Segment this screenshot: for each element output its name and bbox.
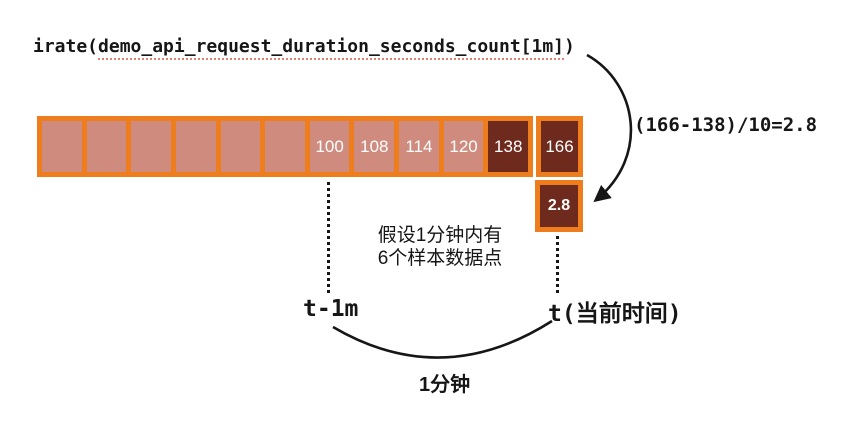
promql-metric-name: demo_api_request_duration_seconds_count[… xyxy=(98,36,565,60)
annotation-line-2: 6个样本数据点 xyxy=(377,248,503,269)
expression-to-result-arrow xyxy=(586,53,633,203)
sample-cell xyxy=(131,121,171,172)
promql-suffix: ) xyxy=(564,36,575,57)
sample-cell xyxy=(175,121,216,172)
timeline-end-label: t(当前时间) xyxy=(548,301,682,327)
sample-count-annotation: 假设1分钟内有 6个样本数据点 xyxy=(350,224,530,270)
sample-cell xyxy=(220,121,261,172)
dotted-guide-t xyxy=(556,236,559,293)
annotation-line-1: 假设1分钟内有 xyxy=(377,225,503,246)
sample-cell xyxy=(86,121,127,172)
irate-calculation: (166-138)/10=2.8 xyxy=(634,114,818,136)
sample-cell: 114 xyxy=(399,121,439,172)
timeline-start-label: t-1m xyxy=(303,296,359,322)
one-minute-span-arc xyxy=(332,319,553,359)
dotted-guide-t-minus-1m xyxy=(327,182,330,293)
sample-cell: 108 xyxy=(354,121,395,172)
sample-cell: 120 xyxy=(443,121,484,172)
sample-box-latest: 166 xyxy=(536,116,583,177)
promql-expression: irate(demo_api_request_duration_seconds_… xyxy=(33,36,575,60)
sample-cell xyxy=(265,121,305,172)
promql-function-prefix: irate( xyxy=(33,36,99,57)
irate-result-box: 2.8 xyxy=(535,180,583,232)
sample-cell xyxy=(42,121,82,172)
sample-cell: 100 xyxy=(309,121,350,172)
sample-value: 166 xyxy=(545,136,574,156)
sample-cell: 138 xyxy=(488,121,529,172)
timeline-span-label: 1分钟 xyxy=(419,374,471,396)
result-value: 2.8 xyxy=(547,197,571,214)
